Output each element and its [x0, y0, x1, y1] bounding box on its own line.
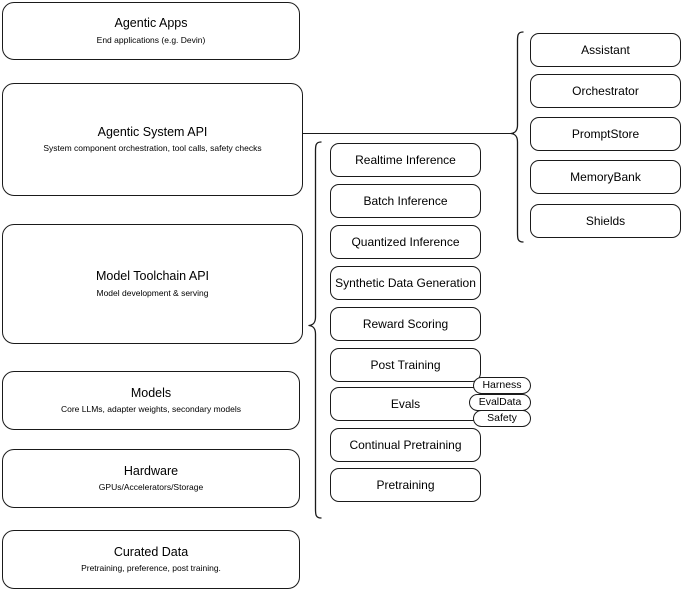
brace-toolchain: [308, 141, 322, 519]
pill-label: Harness: [482, 379, 522, 392]
system-chip-promptstore[interactable]: PromptStore: [530, 117, 681, 151]
toolchain-chip-batch-inference[interactable]: Batch Inference: [330, 184, 481, 218]
system-chip-orchestrator[interactable]: Orchestrator: [530, 74, 681, 108]
brace-system-components: [510, 31, 524, 243]
toolchain-chip-post-training[interactable]: Post Training: [330, 348, 481, 382]
chip-label: Post Training: [370, 358, 441, 372]
pill-label: EvalData: [478, 396, 522, 409]
layer-subtitle: Core LLMs, adapter weights, secondary mo…: [60, 404, 241, 415]
layer-title: Agentic Apps: [114, 16, 188, 31]
layer-title: Hardware: [123, 463, 179, 478]
pill-label: Safety: [487, 412, 517, 425]
layer-title: Model Toolchain API: [95, 269, 210, 284]
toolchain-chip-quantized-inference[interactable]: Quantized Inference: [330, 225, 481, 259]
system-chip-shields[interactable]: Shields: [530, 204, 681, 238]
layer-subtitle: Model development & serving: [96, 287, 209, 298]
toolchain-chip-realtime-inference[interactable]: Realtime Inference: [330, 143, 481, 177]
layer-title: Agentic System API: [97, 124, 208, 139]
toolchain-chip-pretraining[interactable]: Pretraining: [330, 468, 481, 502]
chip-label: Orchestrator: [572, 84, 639, 98]
connector-agentic-system-api-to-components: [303, 133, 514, 135]
chip-label: Shields: [585, 214, 626, 228]
chip-label: Reward Scoring: [362, 317, 449, 331]
stack-layer-models[interactable]: Models Core LLMs, adapter weights, secon…: [2, 371, 300, 430]
layer-subtitle: Pretraining, preference, post training.: [81, 563, 221, 574]
evals-pill-harness[interactable]: Harness: [473, 377, 531, 394]
evals-pill-safety[interactable]: Safety: [473, 410, 531, 427]
stack-layer-agentic-apps[interactable]: Agentic Apps End applications (e.g. Devi…: [2, 2, 300, 60]
layer-title: Curated Data: [113, 544, 189, 559]
chip-label: Quantized Inference: [351, 235, 460, 249]
chip-label: Synthetic Data Generation: [335, 276, 476, 290]
chip-label: Realtime Inference: [355, 153, 456, 167]
chip-label: Assistant: [581, 43, 630, 57]
chip-label: MemoryBank: [570, 170, 641, 184]
stack-layer-model-toolchain-api[interactable]: Model Toolchain API Model development & …: [2, 224, 303, 344]
system-chip-assistant[interactable]: Assistant: [530, 33, 681, 67]
chip-label: Continual Pretraining: [349, 438, 462, 452]
toolchain-chip-reward-scoring[interactable]: Reward Scoring: [330, 307, 481, 341]
layer-title: Models: [130, 385, 172, 400]
chip-label: Batch Inference: [363, 194, 448, 208]
stack-layer-agentic-system-api[interactable]: Agentic System API System component orch…: [2, 83, 303, 196]
chip-label: Pretraining: [376, 478, 435, 492]
system-chip-memorybank[interactable]: MemoryBank: [530, 160, 681, 194]
toolchain-chip-evals[interactable]: Evals: [330, 387, 481, 421]
chip-label: Evals: [390, 397, 421, 411]
layer-subtitle: System component orchestration, tool cal…: [43, 143, 262, 154]
layer-subtitle: End applications (e.g. Devin): [96, 34, 206, 45]
toolchain-chip-synthetic-data-generation[interactable]: Synthetic Data Generation: [330, 266, 481, 300]
stack-layer-hardware[interactable]: Hardware GPUs/Accelerators/Storage: [2, 449, 300, 508]
toolchain-chip-continual-pretraining[interactable]: Continual Pretraining: [330, 428, 481, 462]
chip-label: PromptStore: [571, 127, 640, 141]
stack-layer-curated-data[interactable]: Curated Data Pretraining, preference, po…: [2, 530, 300, 589]
evals-pill-evaldata[interactable]: EvalData: [469, 394, 531, 411]
layer-subtitle: GPUs/Accelerators/Storage: [98, 482, 204, 493]
